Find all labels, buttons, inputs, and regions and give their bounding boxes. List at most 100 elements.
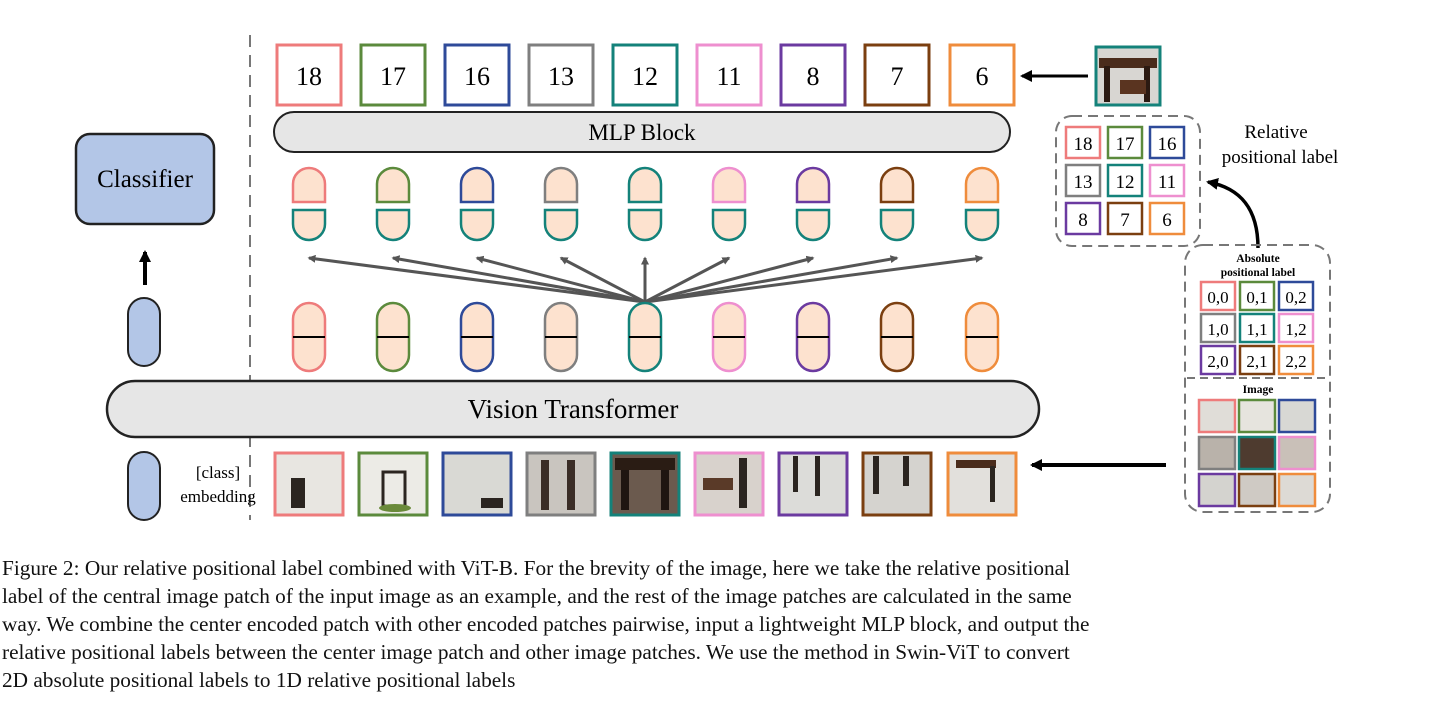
image-patch [609,451,681,517]
paired-token-bottom [375,208,411,242]
patch-border [273,451,345,517]
absolute-cell-text: 0,2 [1285,288,1306,307]
patch-border [861,451,933,517]
image-patch [273,451,345,517]
paired-token-bottom [459,208,495,242]
class-embedding-label-1: [class] [196,463,240,482]
absolute-cell-text: 1,2 [1285,320,1306,339]
absolute-cell [1238,312,1276,344]
absolute-cell-text: 2,2 [1285,352,1306,371]
label-box-text: 13 [548,62,574,91]
caption-line: label of the central image patch of the … [2,584,1072,608]
patch-fill [779,453,847,515]
mlp-block [273,111,1011,153]
paired-token-bottom [627,208,663,242]
relative-cell [1148,201,1186,236]
paired-token-top [711,166,747,204]
relative-cell [1064,201,1102,236]
chair-shape [481,498,503,508]
class-token-input [127,451,161,521]
arrow [644,255,899,304]
class-embedding-label-2: embedding [180,487,256,506]
classifier-box [74,132,216,226]
paired-token-top [375,166,411,204]
mlp-block-label: MLP Block [588,120,696,145]
image-patch [777,451,849,517]
label-box [611,43,679,107]
absolute-cell [1277,280,1315,312]
absolute-title-1: Absolute [1236,253,1279,265]
chair-leg [815,456,820,496]
patch-fill [527,453,595,515]
vision-transformer-block [105,379,1041,439]
image-patch [861,451,933,517]
image-patch [357,451,429,517]
patch-border [357,451,429,517]
image-cell [1237,435,1277,471]
label-box [443,43,511,107]
chair-leg [739,458,747,508]
image-cell [1277,398,1317,434]
paired-tokens [291,166,1000,242]
relative-cell-text: 18 [1074,134,1093,155]
arrow [475,255,646,304]
table-leg [621,470,629,510]
absolute-cell-text: 0,1 [1246,288,1267,307]
patch-border [693,451,765,517]
absolute-label-panel [1184,244,1331,513]
center-patch-thumbnail [1094,45,1162,107]
patch-border [609,451,681,517]
table-shape [615,458,675,470]
image-patch [693,451,765,517]
relative-cell-text: 12 [1116,172,1135,193]
arrow [391,255,646,304]
chair-seat [703,478,733,490]
label-box [779,43,847,107]
paired-token-top [879,166,915,204]
paired-token-bottom [795,208,831,242]
absolute-cell-text: 2,0 [1207,352,1228,371]
paired-token-top [459,166,495,204]
relative-cell [1148,125,1186,160]
absolute-cell [1199,344,1237,376]
label-box [695,43,763,107]
image-patch [441,451,513,517]
paired-token-bottom [879,208,915,242]
absolute-cell-text: 1,0 [1207,320,1228,339]
paired-token-top [291,166,327,204]
chair-shape [541,460,549,510]
relative-cell [1106,125,1144,160]
absolute-title-2: positional label [1221,267,1295,279]
label-box-text: 16 [464,62,490,91]
chair-leg [793,456,798,492]
patch-border [946,451,1018,517]
paired-token-top [964,166,1000,204]
image-cell [1277,472,1317,508]
absolute-cell-text: 2,1 [1246,352,1267,371]
image-cell [1277,435,1317,471]
paired-token-bottom [543,208,579,242]
patch-border [777,451,849,517]
paired-token-top [543,166,579,204]
absolute-cell [1238,280,1276,312]
image-title: Image [1243,384,1274,396]
caption-line: Figure 2: Our relative positional label … [2,556,1071,580]
relative-cell-text: 6 [1162,210,1172,231]
arrow [644,256,731,304]
paired-token-top [627,166,663,204]
image-patch [946,451,1018,517]
image-cell [1197,435,1237,471]
image-cell [1237,398,1277,434]
conversion-arrow [1206,177,1260,249]
label-box-text: 7 [891,62,904,91]
absolute-cell [1199,312,1237,344]
figure-caption: Figure 2: Our relative positional label … [2,554,1424,694]
relative-cell-text: 16 [1158,134,1177,155]
relative-cell [1064,163,1102,198]
label-box-text: 11 [716,62,741,91]
label-box-text: 12 [632,62,658,91]
chair-shape [567,460,575,510]
patch-border [441,451,513,517]
label-box [359,43,427,107]
